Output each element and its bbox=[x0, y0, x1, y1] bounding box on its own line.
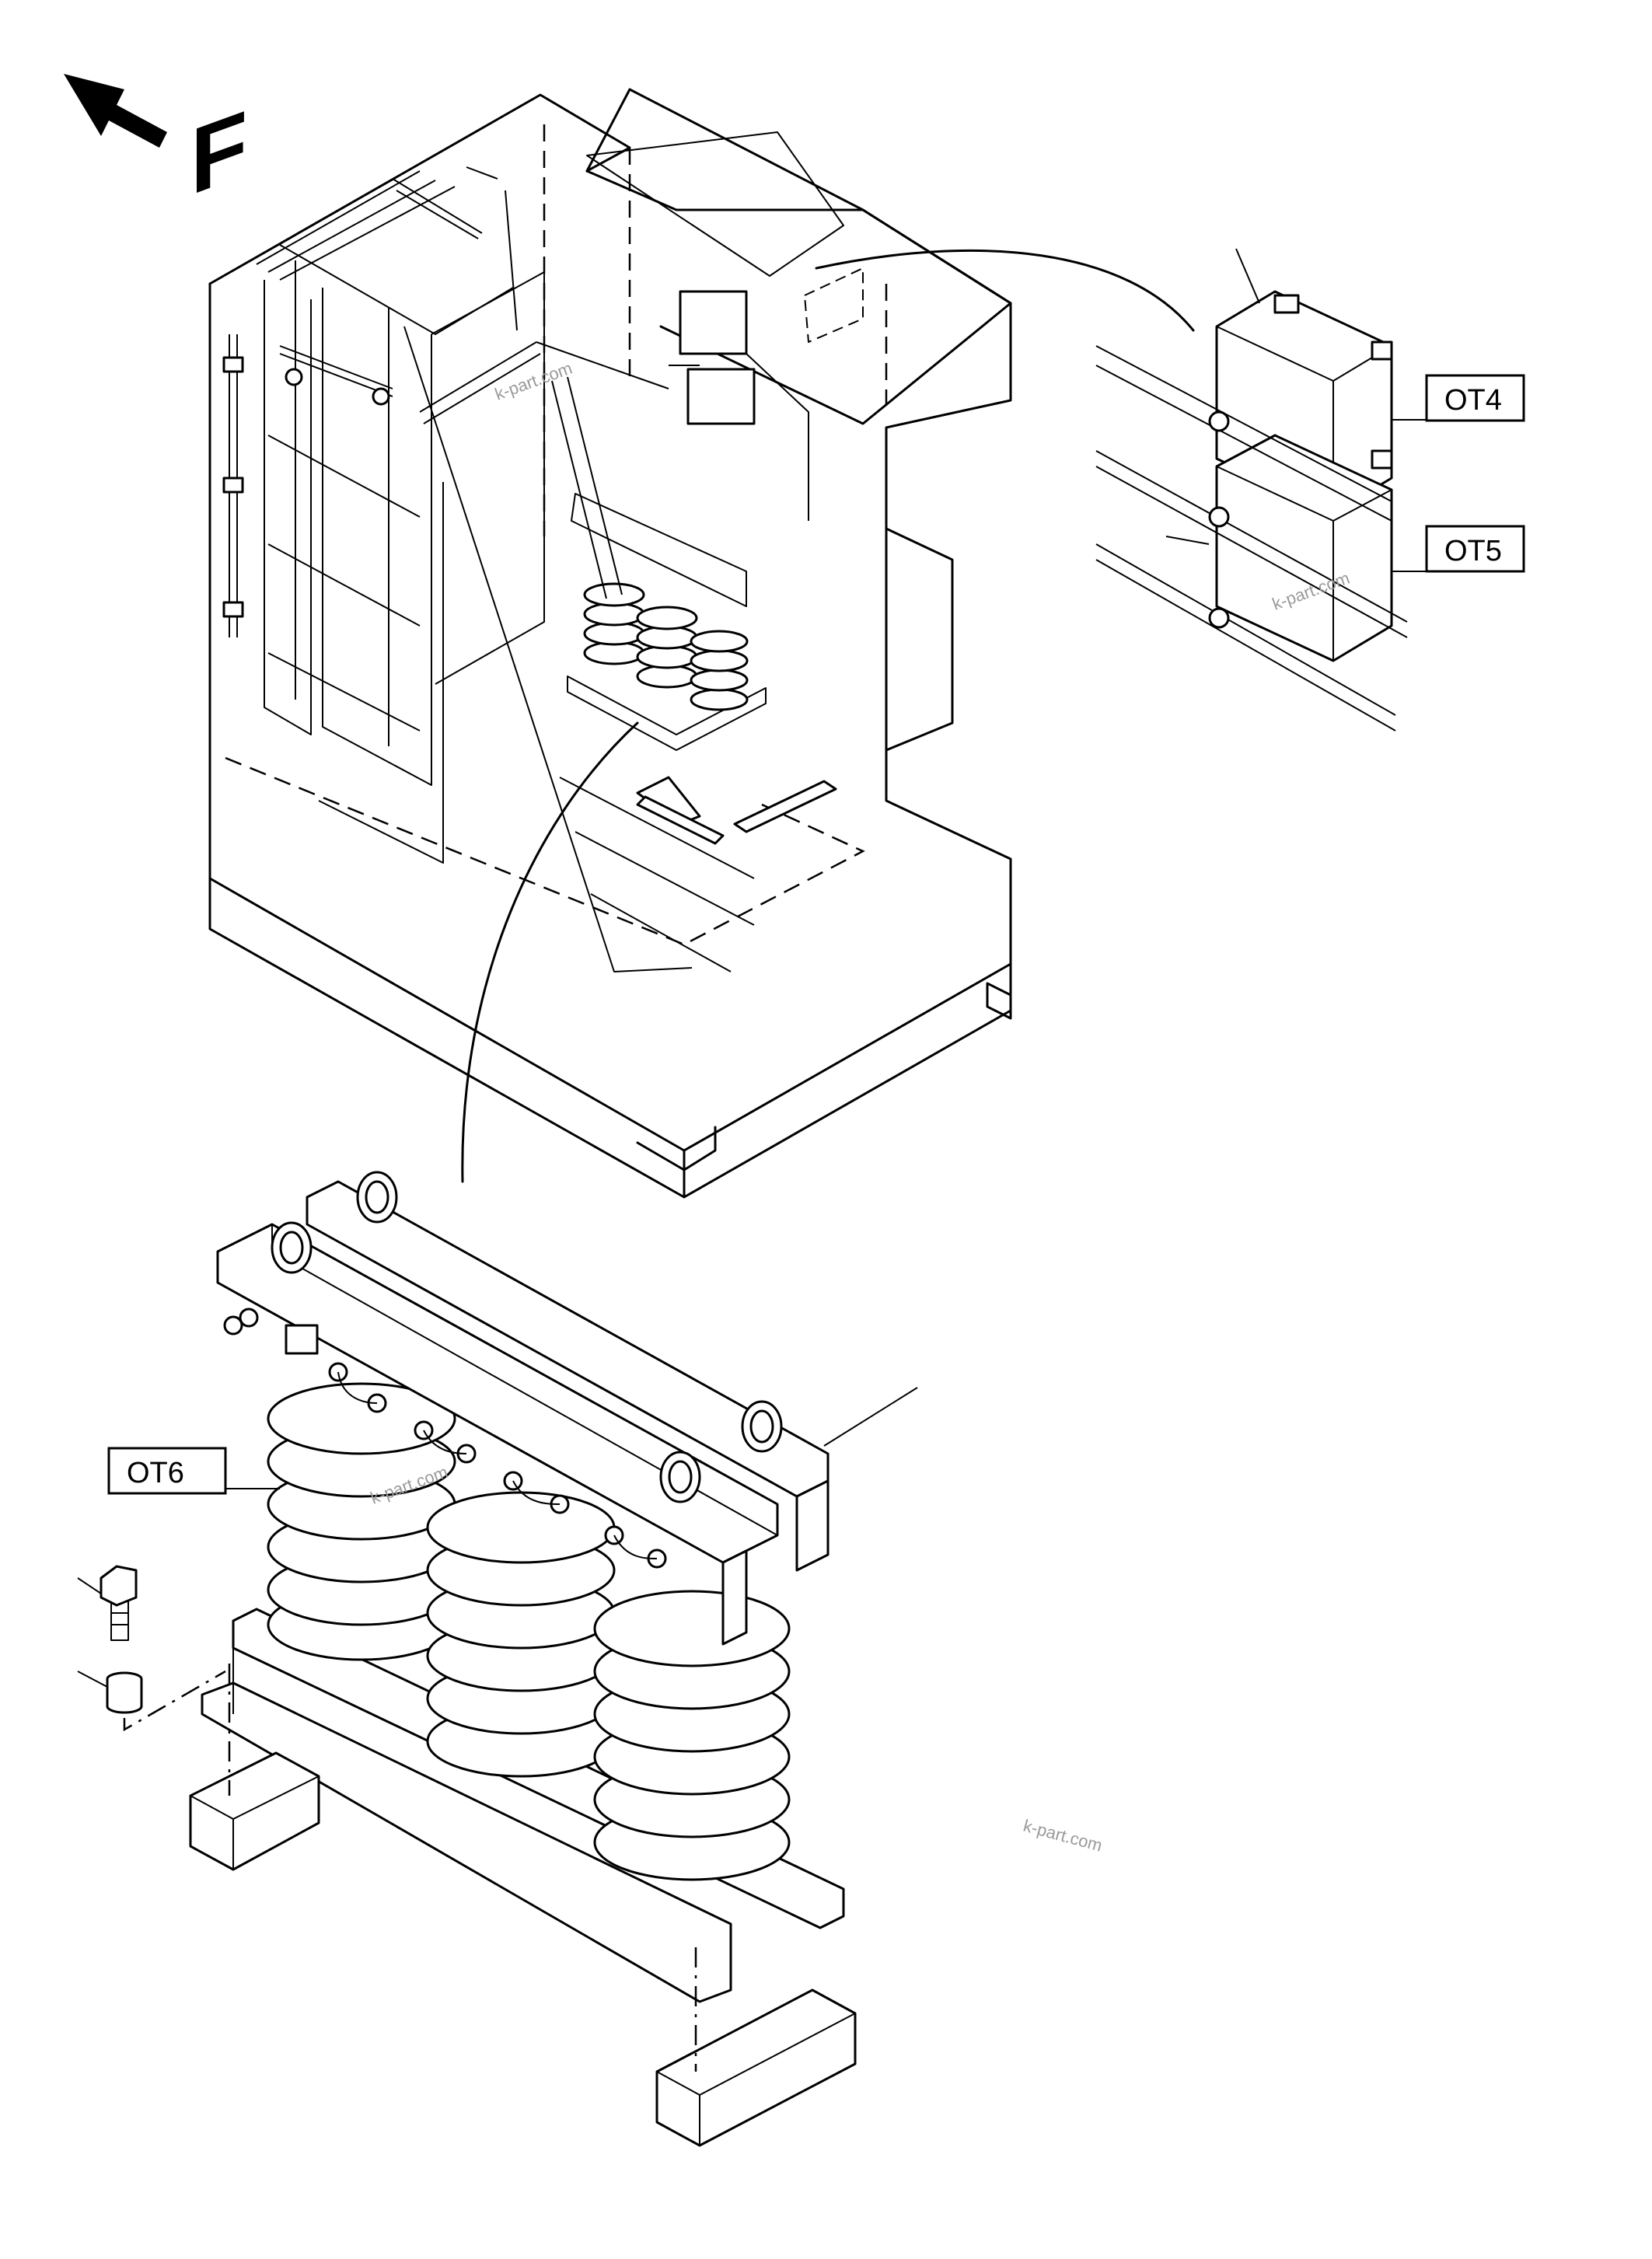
cabinet-assembly bbox=[208, 88, 1012, 1199]
detail-ot6-reactor bbox=[77, 1171, 918, 2147]
ot6-coil-middle bbox=[426, 1491, 616, 1778]
ot6-spacer bbox=[106, 1671, 143, 1714]
ot6-bolt bbox=[100, 1565, 138, 1641]
watermark-4: k-part.com bbox=[1022, 1816, 1105, 1856]
detail-ot4-ot5 bbox=[1095, 248, 1427, 731]
callout-ot4-label: OT4 bbox=[1444, 384, 1502, 417]
front-direction-arrow: F bbox=[64, 74, 247, 215]
pointer-curve-to-ot45 bbox=[815, 249, 1195, 332]
callout-ot5-label: OT5 bbox=[1444, 535, 1502, 567]
ot6-coil-left bbox=[267, 1382, 456, 1661]
callout-ot6-label: OT6 bbox=[127, 1457, 184, 1489]
callout-ot4: OT4 bbox=[1425, 374, 1525, 422]
callout-ot6: OT6 bbox=[107, 1447, 227, 1495]
pointer-curve-to-ot6 bbox=[461, 721, 639, 1183]
watermark-1: k-part.com bbox=[492, 358, 575, 404]
front-letter: F bbox=[190, 91, 247, 215]
callout-ot5: OT5 bbox=[1425, 525, 1525, 573]
cabinet-reactor-coils bbox=[583, 582, 749, 711]
ot6-terminals bbox=[223, 1308, 667, 1569]
ot6-coil-right bbox=[593, 1590, 791, 1881]
ot6-lifting-eyes bbox=[271, 1171, 783, 1503]
